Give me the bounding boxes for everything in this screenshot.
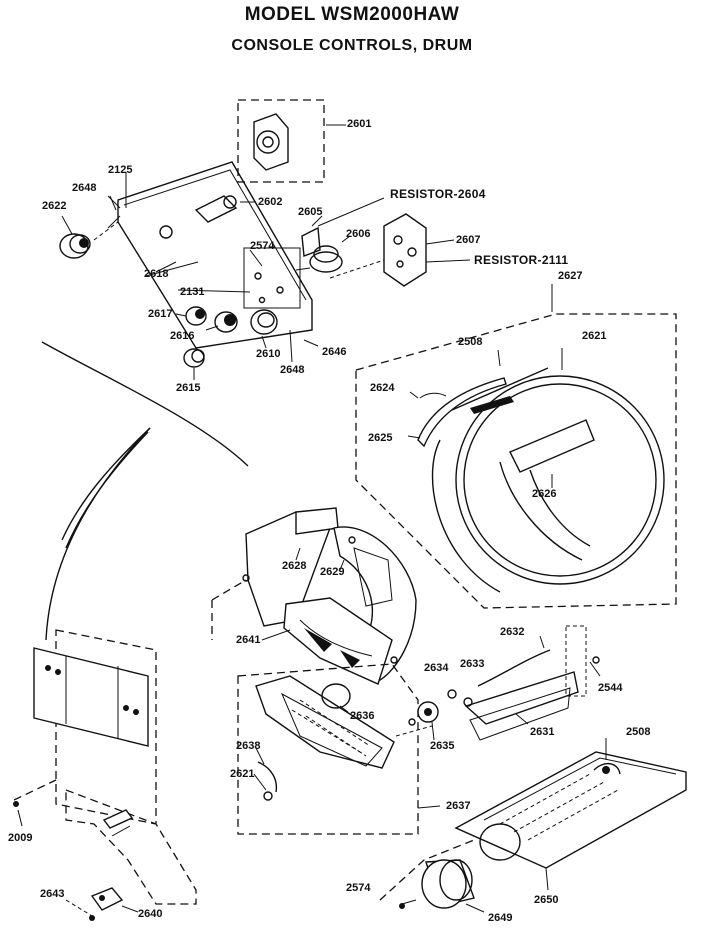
callout-2626: 2626	[532, 488, 557, 500]
section-title: CONSOLE CONTROLS, DRUM	[231, 37, 473, 54]
bracket-2640	[65, 887, 139, 921]
callout-2607: 2607	[456, 234, 481, 246]
idler-assembly-2631	[395, 625, 601, 741]
callout-2638: 2638	[236, 740, 261, 752]
duct-2649	[379, 839, 485, 913]
callout-resistor-2111: RESISTOR-2111	[474, 253, 569, 267]
callout-2125: 2125	[108, 164, 133, 176]
callout-2610: 2610	[256, 348, 281, 360]
switch-part-2602	[194, 195, 256, 223]
callout-2621-top: 2621	[582, 330, 607, 342]
callout-2629: 2629	[320, 566, 345, 578]
callout-2131: 2131	[180, 286, 205, 298]
bulkhead-2628	[211, 507, 417, 681]
callout-2649: 2649	[488, 912, 513, 924]
callout-2606: 2606	[346, 228, 371, 240]
knob-set	[175, 306, 319, 380]
front-console	[13, 629, 197, 905]
callout-2544: 2544	[598, 682, 623, 694]
callout-2618: 2618	[144, 268, 169, 280]
callout-2615: 2615	[176, 382, 201, 394]
callout-2633: 2633	[460, 658, 485, 670]
callout-2009: 2009	[8, 832, 33, 844]
callout-2574-top: 2574	[250, 240, 275, 252]
callout-2648-bottom: 2648	[280, 364, 305, 376]
callout-2616: 2616	[170, 330, 195, 342]
timer-part-2601	[237, 99, 346, 183]
callout-2628: 2628	[282, 560, 307, 572]
callout-2627: 2627	[558, 270, 583, 282]
callout-2625: 2625	[368, 432, 393, 444]
callout-2632: 2632	[500, 626, 525, 638]
terminal-block-2607	[329, 213, 471, 287]
lint-filter-2637	[237, 663, 441, 835]
callout-2646: 2646	[322, 346, 347, 358]
knob-2622	[59, 215, 119, 259]
callout-2621-bottom: 2621	[230, 768, 255, 780]
callout-2574-bottom: 2574	[346, 882, 371, 894]
cabinet-outline	[41, 341, 249, 641]
callout-2508-top: 2508	[458, 336, 483, 348]
callout-2640: 2640	[138, 908, 163, 920]
filter-grille-2641	[283, 597, 393, 685]
callout-2631: 2631	[530, 726, 555, 738]
callout-2602: 2602	[258, 196, 283, 208]
callout-2605: 2605	[298, 206, 323, 218]
drum-2627	[355, 284, 677, 609]
callout-2634: 2634	[424, 662, 449, 674]
control-panel-2618	[107, 161, 313, 349]
callout-2650: 2650	[534, 894, 559, 906]
model-title: MODEL WSM2000HAW	[244, 4, 460, 25]
callout-2622: 2622	[42, 200, 67, 212]
callout-2508-bottom: 2508	[626, 726, 651, 738]
leader-lines	[109, 172, 553, 791]
callout-2601: 2601	[347, 118, 372, 130]
callout-2624: 2624	[370, 382, 395, 394]
callout-2648-top: 2648	[72, 182, 97, 194]
callout-2636: 2636	[350, 710, 375, 722]
duct-2650	[454, 738, 687, 891]
callout-resistor-2604: RESISTOR-2604	[390, 187, 486, 201]
part-2605-2606	[295, 197, 385, 273]
baffle-2624	[417, 348, 563, 448]
callout-2637: 2637	[446, 800, 471, 812]
callout-2635: 2635	[430, 740, 455, 752]
callout-2643: 2643	[40, 888, 65, 900]
callout-2641: 2641	[236, 634, 261, 646]
callout-2617: 2617	[148, 308, 173, 320]
